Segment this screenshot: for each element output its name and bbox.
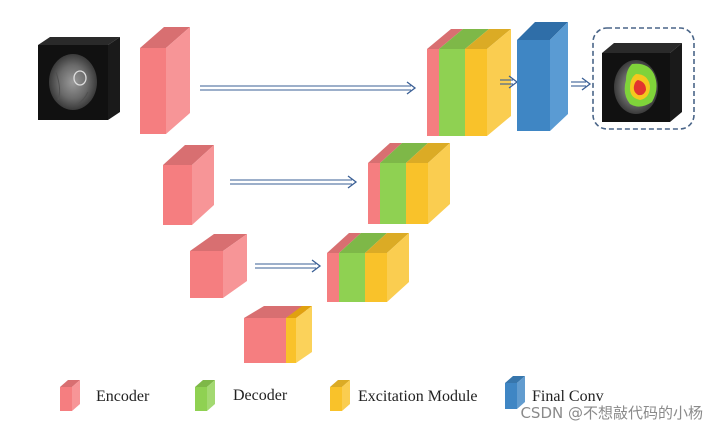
legend-item-excitation: Excitation Module — [330, 380, 478, 411]
legend-label-excitation: Excitation Module — [358, 388, 478, 405]
legend-item-decoder: Decoder — [195, 380, 288, 411]
legend-item-final-conv: Final Conv — [505, 376, 604, 409]
legend-item-encoder: Encoder — [60, 380, 150, 411]
output-scan-box — [592, 27, 695, 130]
final-conv-block — [517, 22, 568, 131]
decoder-stack-2 — [368, 143, 450, 224]
legend-swatch-final-conv — [505, 376, 525, 409]
input-scan-cube — [38, 37, 120, 120]
legend-label-decoder: Decoder — [233, 387, 288, 404]
skip-connection-arrow-1 — [200, 81, 417, 95]
legend: Encoder Decoder Excitation Module Final … — [60, 376, 604, 411]
encoder-block-3 — [190, 234, 247, 298]
legend-swatch-encoder — [60, 380, 80, 411]
skip-connection-arrow-3 — [255, 259, 322, 273]
tumor-core-region — [633, 80, 646, 96]
legend-label-encoder: Encoder — [96, 388, 150, 405]
skip-connection-arrow-2 — [230, 175, 358, 189]
decoder-stack-3 — [327, 233, 409, 302]
encoder-block-1 — [140, 27, 190, 134]
bottleneck-excitation — [286, 306, 312, 363]
brain-scan-image — [49, 54, 97, 110]
encoder-block-2 — [163, 145, 214, 225]
watermark: CSDN @不想敲代码的小杨 — [520, 404, 703, 422]
legend-swatch-decoder — [195, 380, 215, 411]
decoder-stack-1 — [427, 29, 511, 136]
finalconv-to-output-arrow — [571, 77, 592, 91]
legend-swatch-excitation — [330, 380, 350, 411]
legend-label-final-conv: Final Conv — [532, 388, 604, 405]
